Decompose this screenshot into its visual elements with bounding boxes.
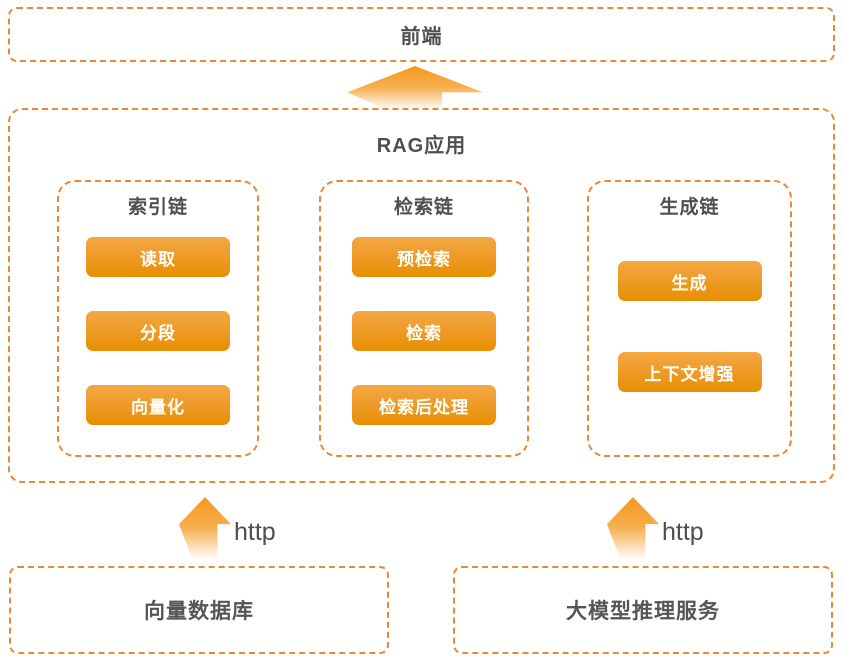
http-label-left: http bbox=[234, 518, 276, 546]
step-button-post-retrieval: 检索后处理 bbox=[352, 385, 496, 425]
rag-app-title: RAG应用 bbox=[376, 135, 467, 157]
rag-app-box: RAG应用 索引链 读取 分段 向量化 检索链 预检索 检索 检索后处理 生成链… bbox=[8, 108, 835, 483]
step-button-generate: 生成 bbox=[617, 261, 762, 301]
index-chain-box: 索引链 读取 分段 向量化 bbox=[57, 180, 259, 457]
vector-db-label: 向量数据库 bbox=[144, 600, 254, 623]
generation-chain-title: 生成链 bbox=[659, 197, 720, 218]
llm-service-box: 大模型推理服务 bbox=[453, 566, 833, 654]
step-button-segment: 分段 bbox=[86, 311, 230, 351]
step-button-vectorize: 向量化 bbox=[86, 385, 230, 425]
vector-db-box: 向量数据库 bbox=[9, 566, 389, 654]
up-arrow-from-llm-service-icon bbox=[607, 497, 659, 560]
llm-service-label: 大模型推理服务 bbox=[566, 600, 720, 623]
up-arrow-to-frontend-icon bbox=[347, 66, 483, 110]
step-button-retrieval: 检索 bbox=[352, 311, 496, 351]
generation-chain-box: 生成链 生成 上下文增强 bbox=[587, 180, 792, 457]
step-button-pre-retrieval: 预检索 bbox=[352, 237, 496, 277]
step-button-context-augment: 上下文增强 bbox=[617, 352, 762, 392]
step-button-read: 读取 bbox=[86, 237, 230, 277]
index-chain-title: 索引链 bbox=[127, 197, 188, 218]
http-label-right: http bbox=[662, 518, 704, 546]
retrieval-chain-title: 检索链 bbox=[393, 197, 454, 218]
retrieval-chain-box: 检索链 预检索 检索 检索后处理 bbox=[319, 180, 529, 457]
frontend-box: 前端 bbox=[8, 7, 835, 62]
frontend-label: 前端 bbox=[400, 26, 443, 48]
up-arrow-from-vector-db-icon bbox=[179, 497, 231, 560]
